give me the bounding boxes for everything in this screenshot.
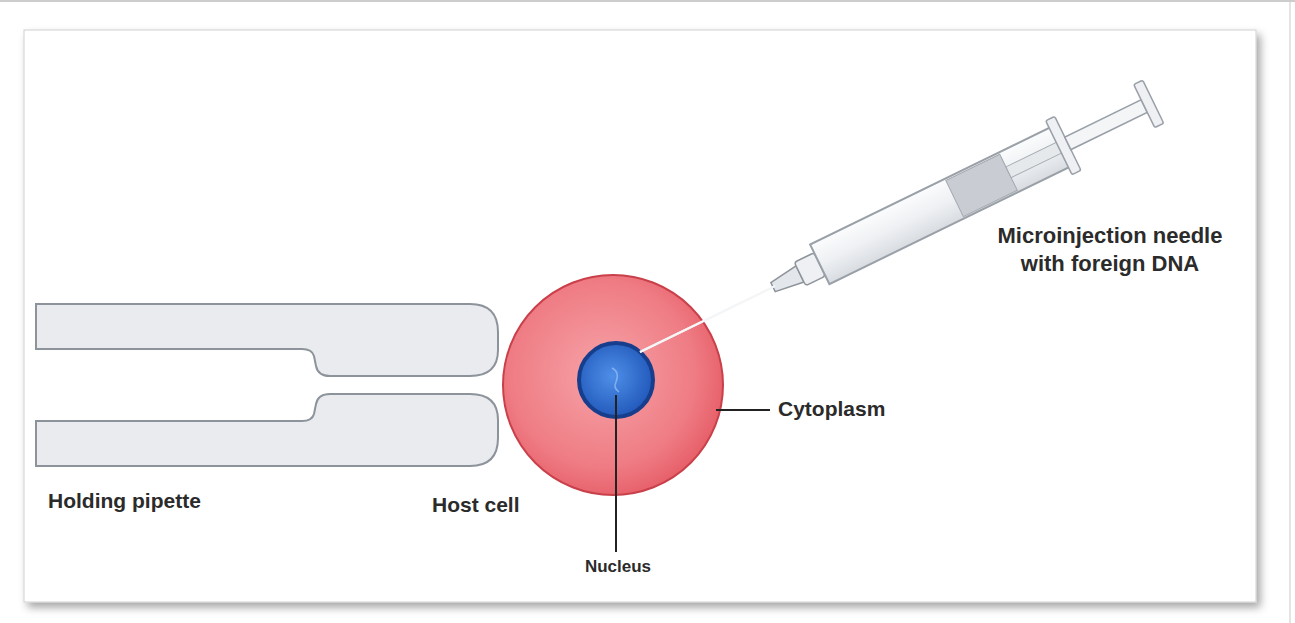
pipette-label: Holding pipette (48, 488, 308, 514)
injection-needle (640, 286, 775, 352)
host-cell (503, 275, 723, 495)
card-frame (24, 30, 1256, 602)
needle-label: Microinjection needle with foreign DNA (985, 222, 1235, 277)
nucleus-leader (615, 395, 617, 552)
cytoplasm-label: Cytoplasm (778, 396, 978, 422)
pipette-upper-wall (36, 304, 498, 376)
nucleus-label: Nucleus (548, 556, 688, 577)
top-rule (0, 1, 1295, 2)
host-cell-label: Host cell (432, 492, 592, 518)
side-rule (1290, 1, 1291, 623)
nucleus-detail (612, 368, 619, 392)
pipette-lower-wall (36, 394, 498, 466)
cytoplasm-leader (716, 409, 770, 411)
